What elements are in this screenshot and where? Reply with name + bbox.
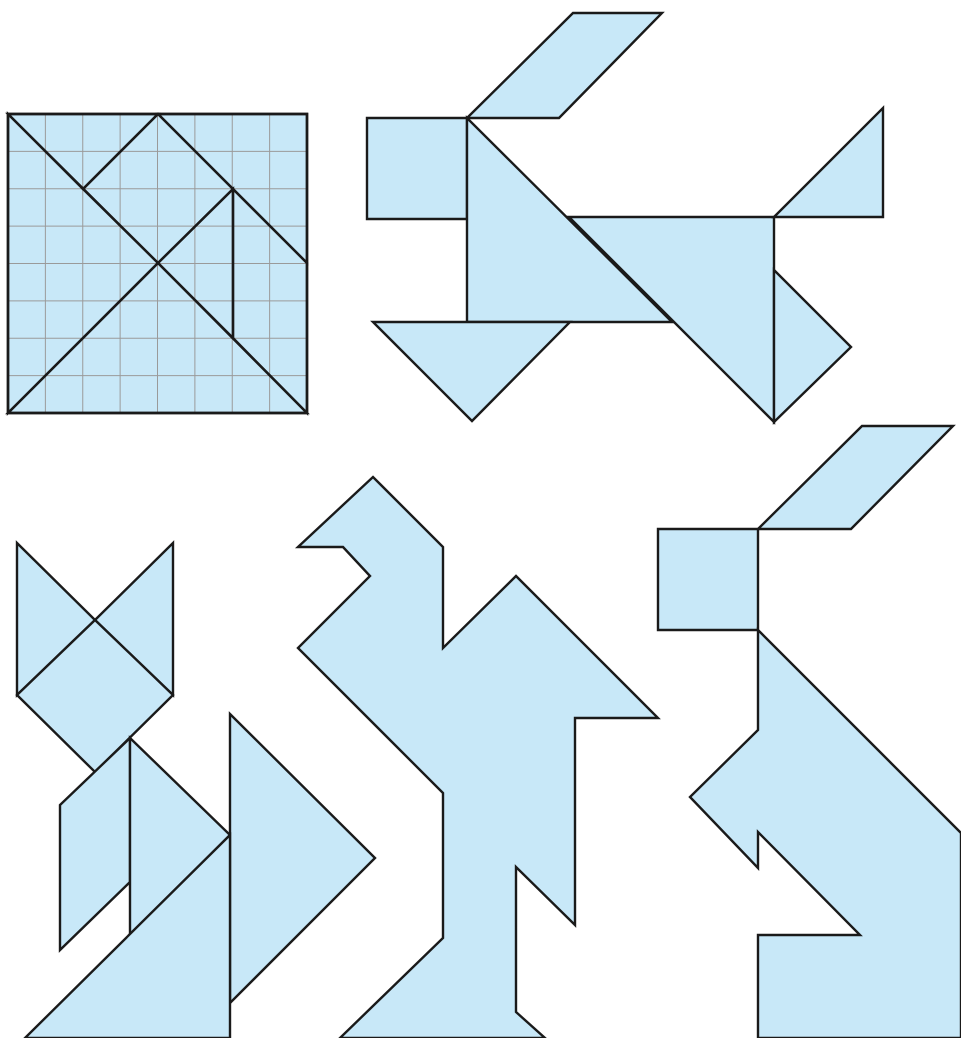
figure-kangaroo (658, 426, 961, 1038)
bird-silhouette (298, 477, 658, 1038)
rabbit-ear-parallelogram (758, 426, 953, 529)
figure-bird (298, 477, 658, 1038)
dog-ear-parallelogram (467, 13, 662, 118)
dog-hind-leg-small-triangle (774, 270, 851, 422)
rabbit-head-square (658, 529, 758, 630)
cat-body-large-triangle (230, 714, 375, 1003)
rabbit-body (690, 630, 961, 1038)
figure-cat (17, 543, 375, 1038)
dog-head-square (367, 118, 467, 219)
dog-tail-small-triangle (774, 108, 883, 217)
figure-tangram-square (8, 114, 307, 413)
figure-running-dog (367, 13, 883, 422)
dog-front-leg-medium-triangle (373, 322, 570, 421)
